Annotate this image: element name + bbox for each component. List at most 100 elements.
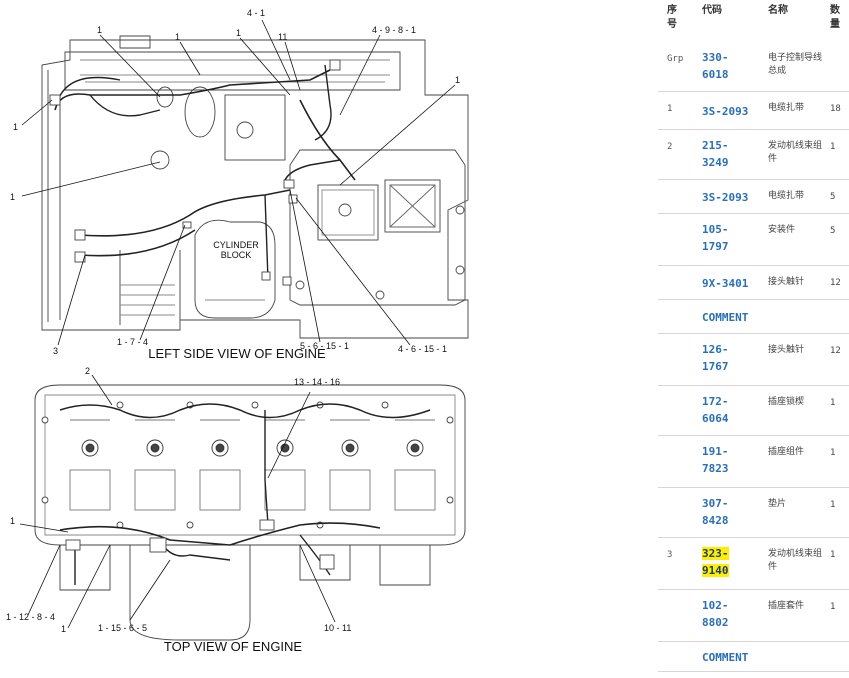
part-number-text: 126- 1767 bbox=[702, 343, 729, 373]
callout-1: 1 bbox=[10, 516, 15, 526]
top-view-title: TOP VIEW OF ENGINE bbox=[164, 639, 303, 654]
part-number-text: COMMENT bbox=[702, 651, 749, 664]
callout-1: 1 bbox=[236, 28, 241, 38]
header-code: 代码 bbox=[702, 5, 722, 16]
header-name: 名称 bbox=[768, 5, 788, 16]
row-name: 插座锁楔 bbox=[768, 397, 805, 407]
row-divider bbox=[658, 299, 849, 300]
row-name: 垫片 bbox=[768, 499, 787, 509]
parts-row: 2 215- 3249 发动机线束组件 1 bbox=[658, 130, 849, 180]
callout-13-14-16: 13 - 14 - 16 bbox=[294, 377, 340, 387]
parts-row: COMMENT bbox=[658, 642, 849, 672]
row-divider bbox=[658, 129, 849, 130]
callout-1: 1 bbox=[61, 624, 66, 634]
part-number-text: 3S-2093 bbox=[702, 191, 749, 204]
parts-row: Grp 330- 6018 电子控制导线总成 bbox=[658, 42, 849, 92]
row-qty: 5 bbox=[830, 226, 836, 236]
part-number-text: 102- 8802 bbox=[702, 599, 729, 629]
part-number-text: 3S-2093 bbox=[702, 105, 749, 118]
row-divider bbox=[658, 91, 849, 92]
row-seq: Grp bbox=[667, 54, 684, 64]
row-name: 接头触针 bbox=[768, 345, 805, 355]
part-number-link[interactable]: 172- 6064 bbox=[702, 393, 754, 427]
part-number-link[interactable]: 126- 1767 bbox=[702, 341, 754, 375]
row-divider bbox=[658, 385, 849, 386]
callout-4-1: 4 - 1 bbox=[247, 8, 265, 18]
parts-row: 307- 8428 垫片 1 bbox=[658, 488, 849, 538]
row-divider bbox=[658, 333, 849, 334]
row-divider bbox=[658, 179, 849, 180]
row-qty: 5 bbox=[830, 192, 836, 202]
part-number-link[interactable]: 191- 7823 bbox=[702, 443, 754, 477]
row-seq: 3 bbox=[667, 550, 673, 560]
callout-1: 1 bbox=[175, 32, 180, 42]
row-divider bbox=[658, 537, 849, 538]
row-divider bbox=[658, 435, 849, 436]
part-number-link[interactable]: 307- 8428 bbox=[702, 495, 754, 529]
row-divider bbox=[658, 671, 849, 672]
callout-11: 11 bbox=[278, 32, 287, 42]
part-number-link[interactable]: 9X-3401 bbox=[702, 275, 754, 292]
callout-1: 1 bbox=[455, 75, 460, 85]
row-divider bbox=[658, 641, 849, 642]
part-number-text: COMMENT bbox=[702, 311, 749, 324]
row-name: 发动机线束组件 bbox=[768, 141, 823, 164]
part-number-text: 9X-3401 bbox=[702, 277, 749, 290]
comment-link[interactable]: COMMENT bbox=[702, 309, 754, 326]
row-qty: 1 bbox=[830, 448, 836, 458]
part-number-text: 307- 8428 bbox=[702, 497, 729, 527]
row-qty: 12 bbox=[830, 346, 841, 356]
row-qty: 12 bbox=[830, 278, 841, 288]
part-number-link[interactable]: 215- 3249 bbox=[702, 137, 754, 171]
part-number-link[interactable]: 330- 6018 bbox=[702, 49, 754, 83]
callout-3: 3 bbox=[53, 346, 58, 356]
row-qty: 1 bbox=[830, 398, 836, 408]
part-number-link[interactable]: 102- 8802 bbox=[702, 597, 754, 631]
callout-1: 1 bbox=[10, 192, 15, 202]
comment-link[interactable]: COMMENT bbox=[702, 649, 754, 666]
callout-1: 1 bbox=[97, 25, 102, 35]
left-side-view bbox=[21, 19, 469, 346]
row-name: 插座组件 bbox=[768, 447, 805, 457]
parts-row: COMMENT bbox=[658, 300, 849, 334]
row-divider bbox=[658, 213, 849, 214]
part-number-text: 323- 9140 bbox=[702, 547, 729, 577]
part-number-text: 215- 3249 bbox=[702, 139, 729, 169]
callout-1-15-6-5: 1 - 15 - 6 - 5 bbox=[98, 623, 147, 633]
row-name: 安装件 bbox=[768, 225, 796, 235]
callout-1: 1 bbox=[13, 122, 18, 132]
callout-4-6-15-1: 4 - 6 - 15 - 1 bbox=[398, 344, 447, 354]
cylinder-block-label-line2: BLOCK bbox=[221, 250, 252, 260]
row-divider bbox=[658, 589, 849, 590]
row-qty: 18 bbox=[830, 104, 841, 114]
top-view bbox=[19, 374, 466, 641]
part-number-link[interactable]: 3S-2093 bbox=[702, 189, 754, 206]
part-number-link[interactable]: 3S-2093 bbox=[702, 103, 754, 120]
callout-4-9-8-1: 4 - 9 - 8 - 1 bbox=[372, 25, 416, 35]
header-qty: 数 量 bbox=[830, 5, 840, 30]
row-qty: 1 bbox=[830, 602, 836, 612]
row-qty: 1 bbox=[830, 500, 836, 510]
part-number-link[interactable]: 105- 1797 bbox=[702, 221, 754, 255]
row-name: 电子控制导线总成 bbox=[768, 53, 823, 76]
callout-1-12-8-4: 1 - 12 - 8 - 4 bbox=[6, 612, 55, 622]
cylinder-block-label-line1: CYLINDER bbox=[213, 240, 259, 250]
callout-5-6-15-1: 5 - 6 - 15 - 1 bbox=[300, 341, 349, 351]
engine-wiring-diagram: CYLINDER BLOCK LEFT SIDE VIEW OF ENGINE … bbox=[6, 8, 469, 654]
row-name: 接头触针 bbox=[768, 277, 805, 287]
part-number-text: 172- 6064 bbox=[702, 395, 729, 425]
row-divider bbox=[658, 265, 849, 266]
parts-row: 105- 1797 安装件 5 bbox=[658, 214, 849, 266]
part-number-text: 105- 1797 bbox=[702, 223, 729, 253]
row-name: 电缆扎带 bbox=[768, 103, 805, 113]
row-name: 发动机线束组件 bbox=[768, 549, 823, 572]
callout-1-7-4: 1 - 7 - 4 bbox=[117, 337, 148, 347]
parts-row: 9X-3401 接头触针 12 bbox=[658, 266, 849, 300]
part-number-link[interactable]: 323- 9140 bbox=[702, 545, 754, 579]
row-seq: 2 bbox=[667, 142, 673, 152]
row-qty: 1 bbox=[830, 142, 836, 152]
